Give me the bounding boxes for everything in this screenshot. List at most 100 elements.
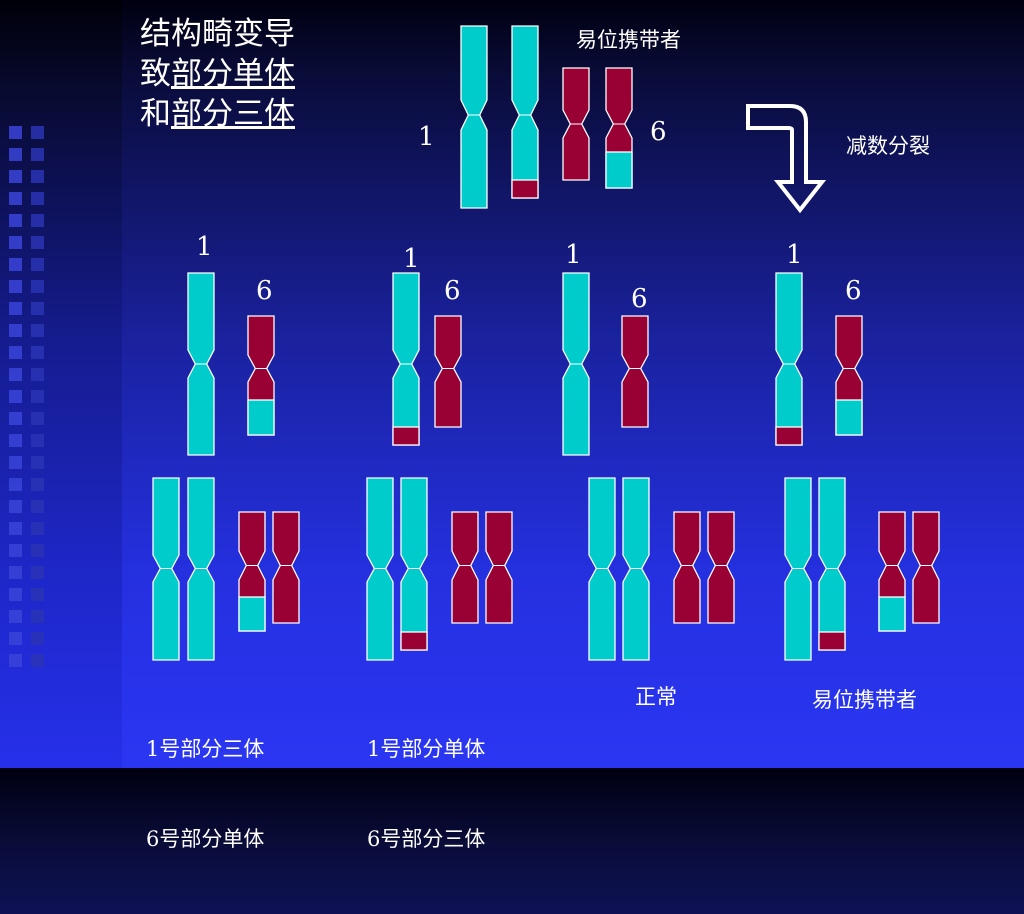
gamete-4-label-6: 6 <box>845 276 862 306</box>
decor-square <box>31 324 44 337</box>
decor-square <box>9 456 22 469</box>
gamete-3-chr6 <box>621 315 649 428</box>
decor-square <box>31 258 44 271</box>
outcome-4-caption: 易位携带者 <box>812 688 917 712</box>
decor-square <box>31 566 44 579</box>
gamete-1-label-1: 1 <box>196 232 213 262</box>
zygote-4-chr6-b <box>912 511 940 624</box>
decor-square <box>9 412 22 425</box>
parent-chr6-derivative-translocated-segment <box>605 151 633 189</box>
decor-square <box>9 588 22 601</box>
decor-square <box>9 302 22 315</box>
decor-square <box>31 368 44 381</box>
chromosome-diagram <box>152 25 940 661</box>
meiosis-label: 减数分裂 <box>846 134 930 158</box>
decor-square <box>9 280 22 293</box>
decor-square <box>9 346 22 359</box>
outcome-1-line-2: 6号部分单体 <box>146 827 265 851</box>
title-line-2-underlined: 部分单体 <box>171 56 295 92</box>
parent-chr1-derivative <box>511 25 539 199</box>
decor-square <box>31 126 44 139</box>
gamete-4-chr6-translocated-segment <box>835 399 863 436</box>
gamete-2-label-6: 6 <box>444 276 461 306</box>
zygote-2-chr6-b <box>485 511 513 624</box>
gamete-3-label-6: 6 <box>631 284 648 314</box>
decor-square <box>31 236 44 249</box>
decor-square <box>31 610 44 623</box>
outcome-2-line-1: 1号部分单体 <box>367 737 486 761</box>
decor-square <box>31 632 44 645</box>
gamete-1-label-6: 6 <box>256 276 273 306</box>
outcome-1-caption: 1号部分三体 6号部分单体 <box>146 674 264 914</box>
zygote-2-chr6-a <box>451 511 479 624</box>
gamete-4-chr1 <box>775 272 803 446</box>
decor-square <box>31 214 44 227</box>
decor-square <box>31 544 44 557</box>
decor-square <box>31 346 44 359</box>
decor-square <box>31 302 44 315</box>
decor-square <box>9 170 22 183</box>
title-line-1: 结构畸变导 <box>140 16 295 52</box>
decor-square <box>9 500 22 513</box>
title-line-2-prefix: 致 <box>140 56 171 92</box>
zygote-4-chr1-b-translocated-segment <box>818 631 846 651</box>
decor-square <box>31 456 44 469</box>
title-line-3: 和部分三体 <box>140 94 295 134</box>
gamete-3-label-1: 1 <box>565 240 582 270</box>
title-line-3-prefix: 和 <box>140 96 171 132</box>
slide: 结构畸变导 致部分单体 和部分三体 易位携带者 1 6 减数分裂 1 6 1 6… <box>0 0 940 768</box>
zygote-1-chr6-b <box>272 511 300 624</box>
decor-square <box>9 214 22 227</box>
decor-square <box>9 478 22 491</box>
decor-square <box>31 434 44 447</box>
gamete-2-chr1-translocated-segment <box>392 426 420 446</box>
gamete-4-chr1-translocated-segment <box>775 426 803 446</box>
decor-square <box>31 280 44 293</box>
slide-title: 结构畸变导 致部分单体 和部分三体 <box>140 14 295 134</box>
outcome-3-caption: 正常 <box>635 685 677 709</box>
title-line-2: 致部分单体 <box>140 54 295 94</box>
top-label-1: 1 <box>418 122 435 152</box>
zygote-4-chr1-b <box>818 477 846 651</box>
decor-square <box>9 566 22 579</box>
decor-square <box>9 368 22 381</box>
zygote-4-chr6-a-translocated-segment <box>878 596 906 632</box>
decor-square <box>9 390 22 403</box>
gamete-2-chr1 <box>392 272 420 446</box>
zygote-3-chr6-b <box>707 511 735 624</box>
decor-square <box>31 412 44 425</box>
decor-square <box>9 324 22 337</box>
gamete-2-label-1: 1 <box>403 244 420 274</box>
zygote-2-chr1-b-translocated-segment <box>400 631 428 651</box>
decor-square <box>9 632 22 645</box>
decor-square <box>9 610 22 623</box>
decor-square <box>31 478 44 491</box>
decor-square <box>31 588 44 601</box>
decor-square <box>31 148 44 161</box>
decor-square <box>31 192 44 205</box>
parent-chr1-normal <box>460 25 488 209</box>
meiosis-arrow <box>746 104 827 214</box>
outcome-1-line-1: 1号部分三体 <box>146 737 265 761</box>
decor-square <box>31 170 44 183</box>
decor-square <box>31 500 44 513</box>
title-line-3-underlined: 部分三体 <box>171 96 295 132</box>
zygote-3-chr6-a <box>673 511 701 624</box>
top-label-6: 6 <box>650 117 667 147</box>
zygote-2-chr1-b <box>400 477 428 651</box>
decor-square <box>9 654 22 667</box>
carrier-label: 易位携带者 <box>576 28 681 52</box>
decor-square <box>31 390 44 403</box>
decor-square <box>9 148 22 161</box>
decor-square <box>9 236 22 249</box>
decor-square <box>9 126 22 139</box>
decor-square <box>31 522 44 535</box>
decor-square <box>9 522 22 535</box>
decor-square <box>9 192 22 205</box>
outcome-2-line-2: 6号部分三体 <box>367 827 486 851</box>
parent-chr1-derivative-translocated-segment <box>511 179 539 199</box>
decor-square <box>31 654 44 667</box>
outcome-2-caption: 1号部分单体 6号部分三体 <box>367 674 485 914</box>
zygote-1-chr6-a-translocated-segment <box>238 596 266 632</box>
decor-square <box>9 434 22 447</box>
